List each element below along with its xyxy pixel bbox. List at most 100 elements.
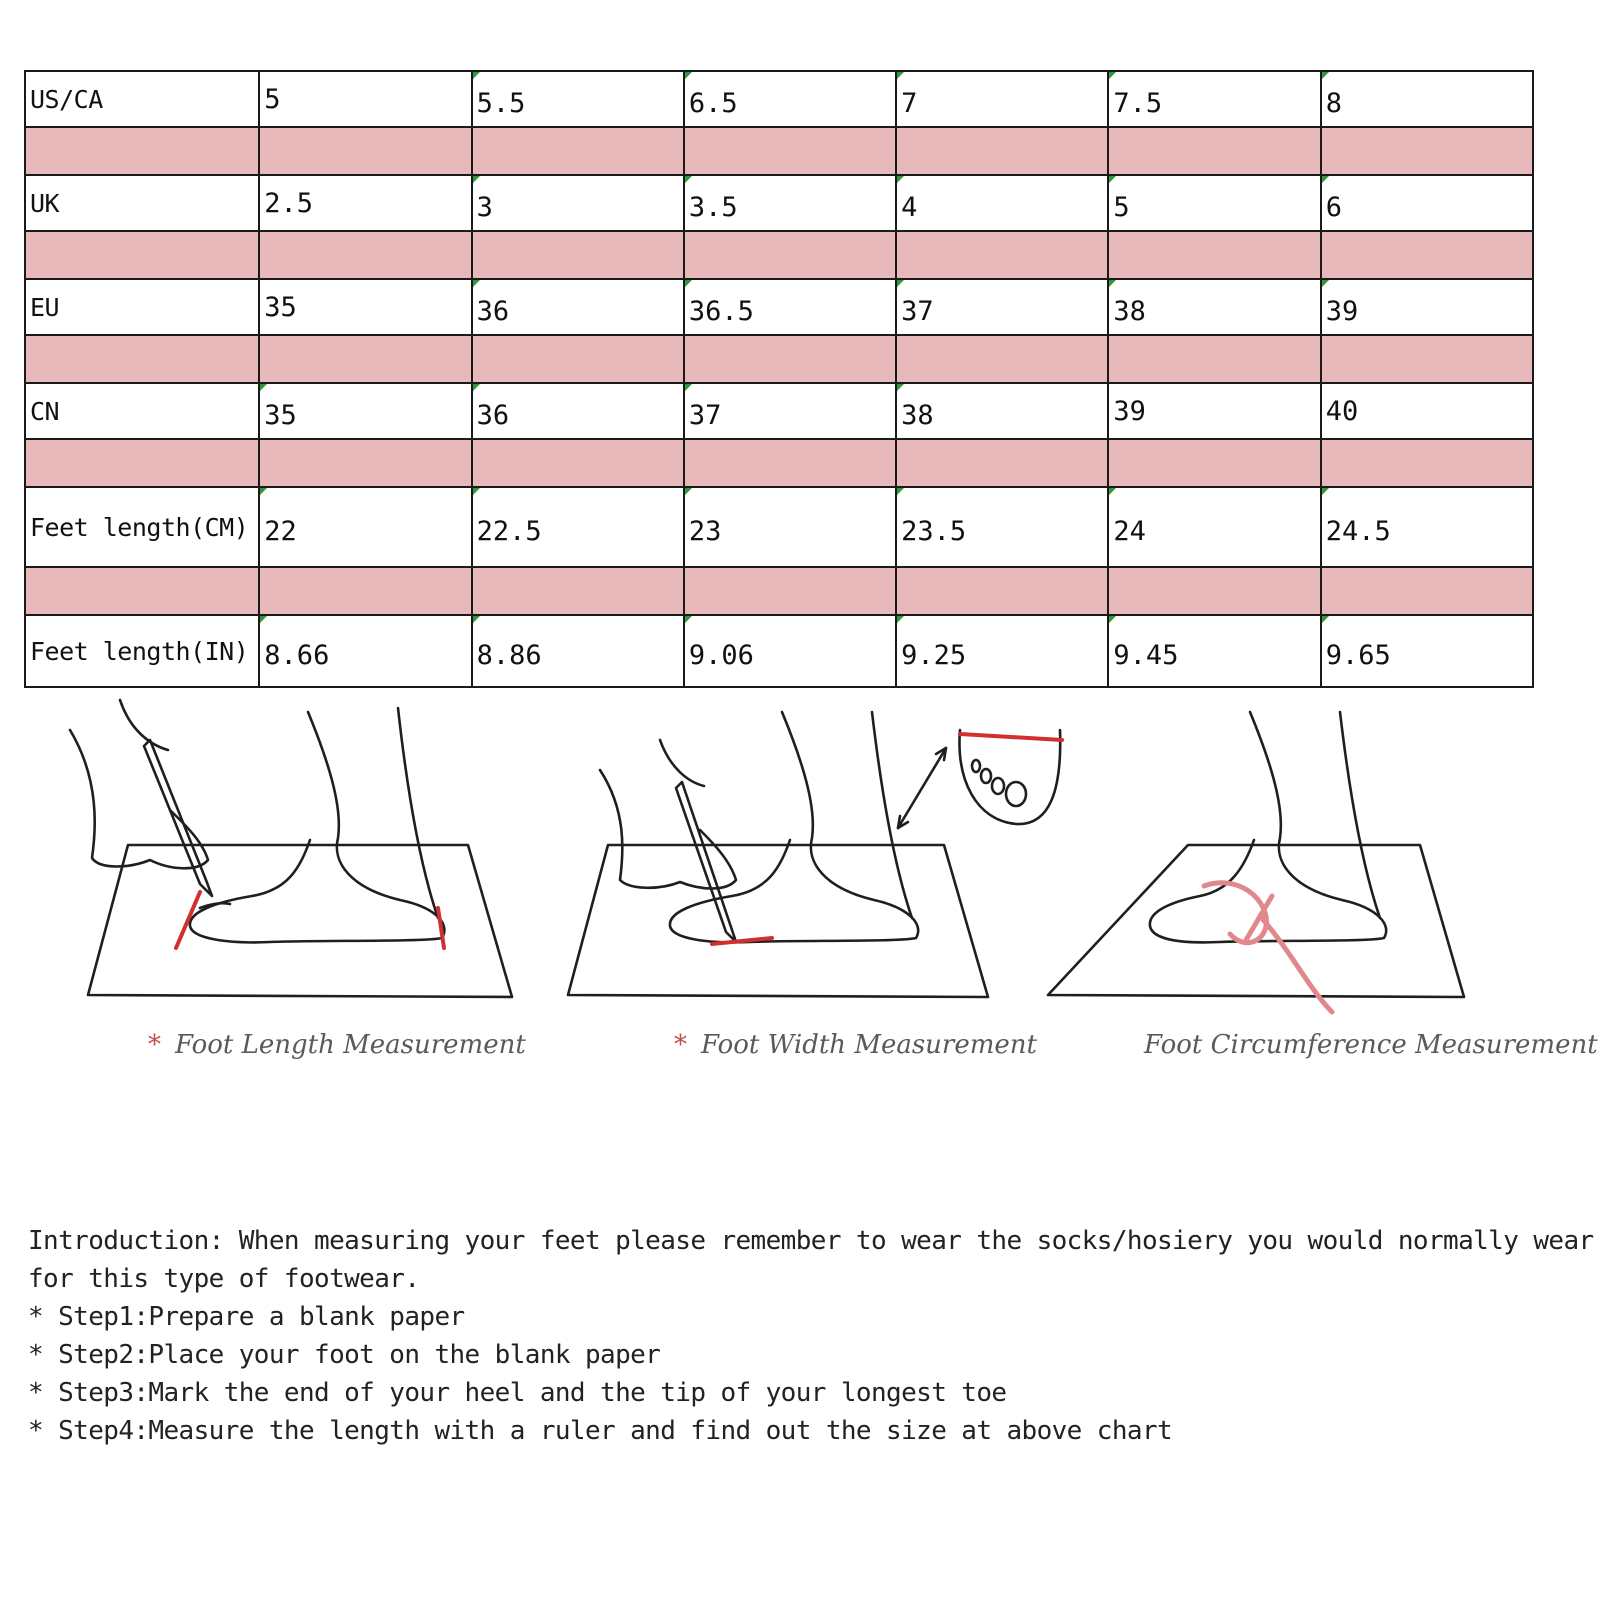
size-cell: 8.66 <box>258 614 473 688</box>
row-label: CN <box>23 382 261 440</box>
size-row-uk: UK 2.5 3 3.5 4 5 6 <box>23 174 1535 232</box>
toe-lines <box>198 901 232 910</box>
measurement-instructions: Introduction: When measuring your feet p… <box>28 1222 1594 1450</box>
size-cell: 35 <box>258 278 473 336</box>
size-cell: 6 <box>1319 174 1535 232</box>
size-row-feet-length-in: Feet length(IN) 8.66 8.86 9.06 9.25 9.45… <box>23 614 1535 688</box>
size-cell: 8.86 <box>470 614 685 688</box>
tape-measure-tail <box>1257 913 1335 1015</box>
size-cell: 38 <box>1107 278 1322 336</box>
spacer-cell <box>682 438 898 488</box>
size-cell: 37 <box>682 382 898 440</box>
size-cell: 9.06 <box>682 614 898 688</box>
size-cell: 3.5 <box>682 174 898 232</box>
spacer-row <box>23 438 1535 488</box>
size-cell: 9.25 <box>895 614 1110 688</box>
size-row-us-ca: US/CA 5 5.5 6.5 7 7.5 8 <box>23 70 1535 128</box>
spacer-row <box>23 566 1535 616</box>
intro-line: for this type of footwear. <box>28 1264 420 1294</box>
paper-sheet <box>1046 843 1466 999</box>
foot-width-drawing <box>566 710 1062 999</box>
size-cell: 37 <box>895 278 1110 336</box>
spacer-cell <box>1319 438 1535 488</box>
caption-star: * <box>148 1030 161 1060</box>
arrow-head-bottom <box>896 814 910 830</box>
toe-closeup-outline <box>958 728 1062 826</box>
row-label: US/CA <box>23 70 261 128</box>
size-cell: 35 <box>258 382 473 440</box>
step-line: * Step2:Place your foot on the blank pap… <box>28 1340 661 1370</box>
size-cell: 8 <box>1319 70 1535 128</box>
hand-outline <box>598 768 738 890</box>
heel-mark <box>436 906 446 950</box>
arrow-head-top <box>934 746 948 762</box>
spacer-cell <box>895 566 1110 616</box>
size-cell: 5 <box>1107 174 1322 232</box>
spacer-cell <box>258 566 473 616</box>
caption-text: Foot Length Measurement <box>175 1030 526 1060</box>
spacer-cell <box>682 566 898 616</box>
size-cell: 24.5 <box>1319 486 1535 568</box>
spacer-cell <box>23 438 261 488</box>
size-cell: 7.5 <box>1107 70 1322 128</box>
spacer-cell <box>1107 230 1322 280</box>
spacer-cell <box>1107 126 1322 176</box>
pencil <box>142 738 214 898</box>
size-cell: 22 <box>258 486 473 568</box>
measurement-drawings <box>68 698 1466 1015</box>
row-label: UK <box>23 174 261 232</box>
size-row-feet-length-cm: Feet length(CM) 22 22.5 23 23.5 24 24.5 <box>23 486 1535 568</box>
toe <box>990 776 1006 796</box>
measurement-illustrations: * Foot Length Measurement *Foot Width Mea… <box>20 690 1598 1100</box>
caption-star: * <box>674 1030 687 1060</box>
spacer-cell <box>258 334 473 384</box>
caption-foot-length: * Foot Length Measurement <box>148 1030 526 1060</box>
hand-outline <box>68 728 210 870</box>
row-label: Feet length(CM) <box>23 486 261 568</box>
spacer-cell <box>895 230 1110 280</box>
spacer-cell <box>682 230 898 280</box>
toe <box>970 758 982 774</box>
size-cell: 36 <box>470 278 685 336</box>
spacer-cell <box>23 126 261 176</box>
wrist-line <box>118 698 170 752</box>
caption-foot-width: *Foot Width Measurement <box>674 1030 1037 1060</box>
foot-outline <box>1148 710 1388 944</box>
size-chart-table: US/CA 5 5.5 6.5 7 7.5 8 UK 2.5 3 3.5 4 5… <box>23 70 1535 688</box>
spacer-cell <box>470 438 685 488</box>
step-line: * Step3:Mark the end of your heel and th… <box>28 1378 1007 1408</box>
spacer-cell <box>23 230 261 280</box>
toe <box>979 767 993 785</box>
pencil <box>674 780 738 944</box>
size-cell: 9.45 <box>1107 614 1322 688</box>
tape-measure-loop <box>1201 880 1269 946</box>
size-cell: 3 <box>470 174 685 232</box>
size-cell: 5.5 <box>470 70 685 128</box>
paper-sheet <box>86 843 514 999</box>
spacer-row <box>23 334 1535 384</box>
step-line: * Step1:Prepare a blank paper <box>28 1302 465 1332</box>
spacer-cell <box>1319 334 1535 384</box>
size-row-cn: CN 35 36 37 38 39 40 <box>23 382 1535 440</box>
size-cell: 38 <box>895 382 1110 440</box>
size-cell: 9.65 <box>1319 614 1535 688</box>
size-cell: 24 <box>1107 486 1322 568</box>
arrow-line <box>896 746 948 830</box>
size-cell: 7 <box>895 70 1110 128</box>
size-cell: 5 <box>258 70 473 128</box>
foot-length-drawing <box>68 698 514 999</box>
foot-outline <box>668 710 920 944</box>
spacer-cell <box>470 230 685 280</box>
size-cell: 36.5 <box>682 278 898 336</box>
size-cell: 23.5 <box>895 486 1110 568</box>
size-cell: 4 <box>895 174 1110 232</box>
size-cell: 40 <box>1319 382 1535 440</box>
spacer-cell <box>23 566 261 616</box>
size-cell: 23 <box>682 486 898 568</box>
spacer-cell <box>1107 566 1322 616</box>
spacer-cell <box>470 566 685 616</box>
size-row-eu: EU 35 36 36.5 37 38 39 <box>23 278 1535 336</box>
spacer-cell <box>895 438 1110 488</box>
spacer-cell <box>258 438 473 488</box>
spacer-cell <box>1107 438 1322 488</box>
